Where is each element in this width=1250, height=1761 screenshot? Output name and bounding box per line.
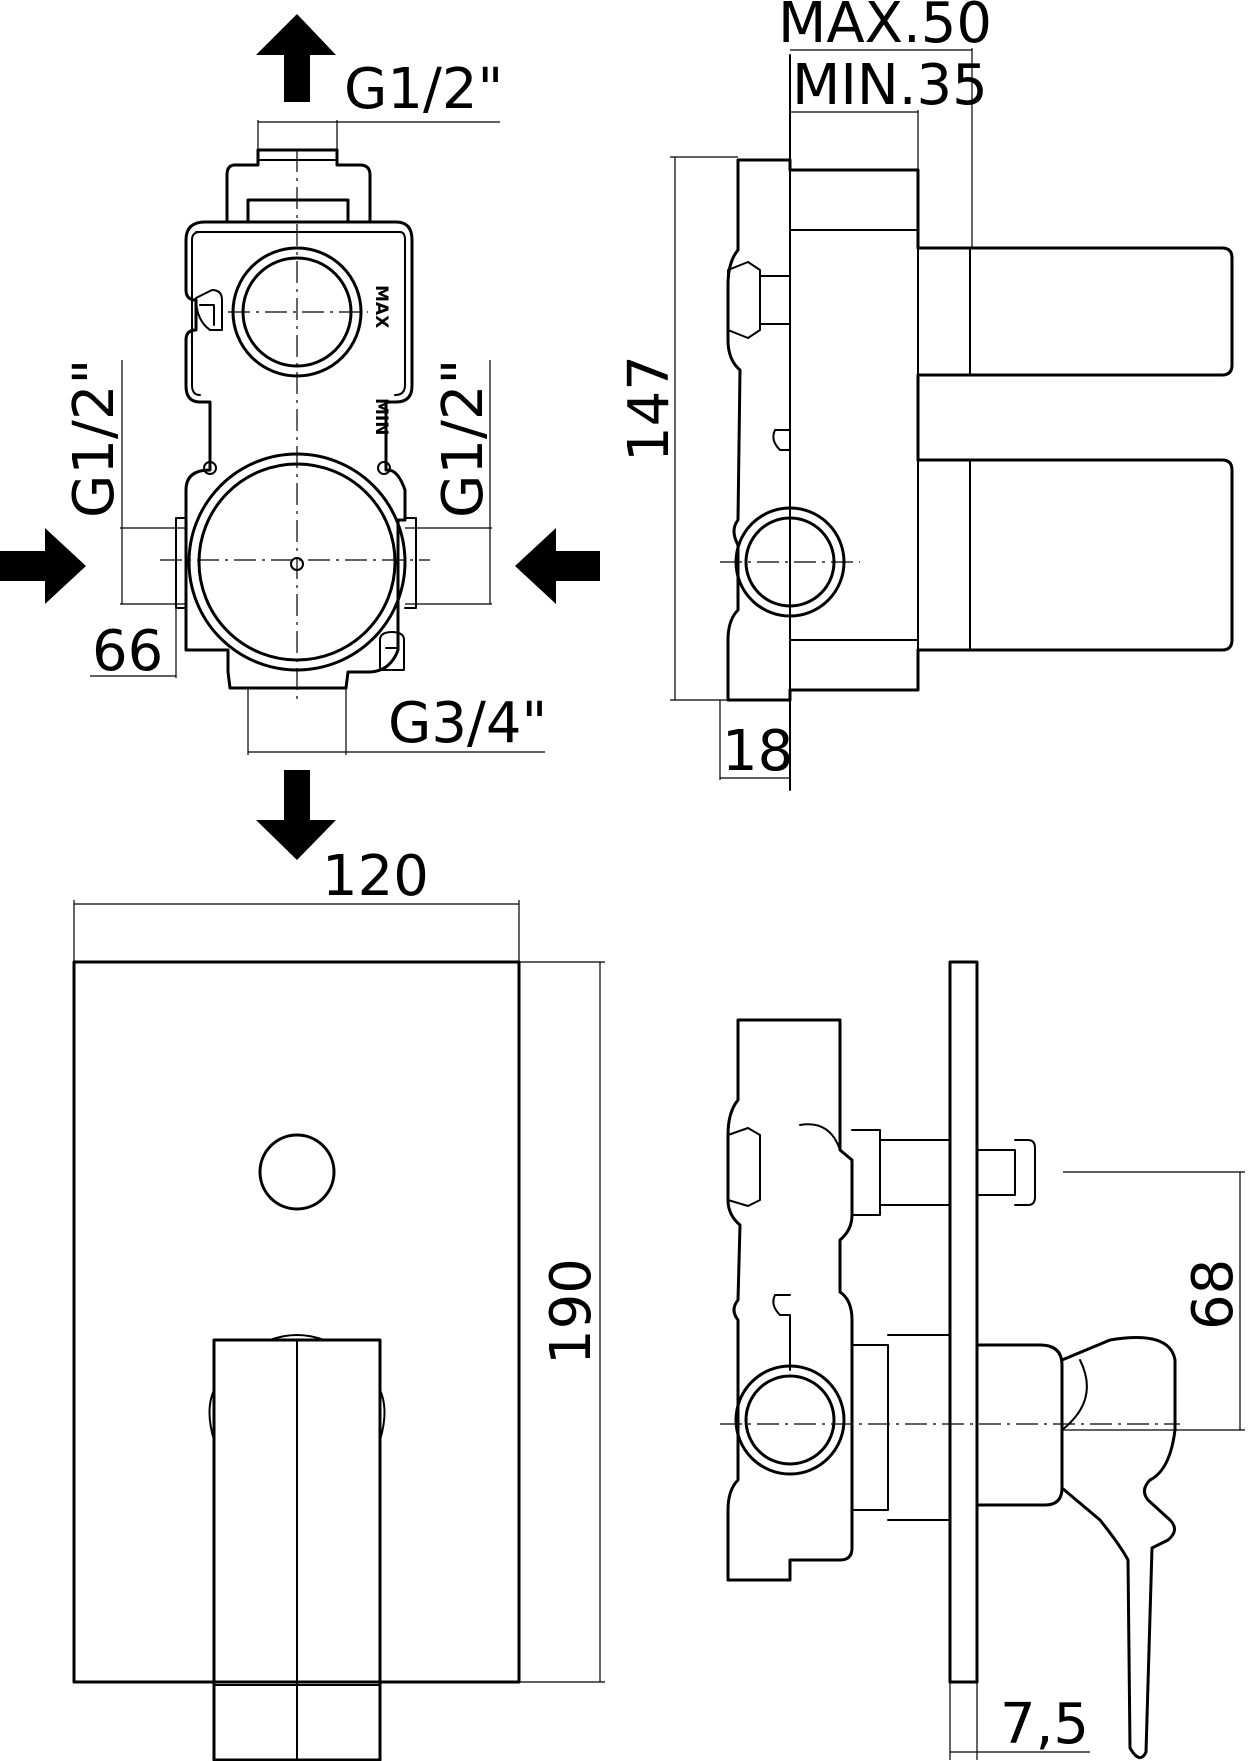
body-front-view: MAX MIN G1/2" G1/2" G1/2" G3/4" 66 xyxy=(0,14,600,860)
top-inlet-label: G1/2" xyxy=(344,57,503,122)
dim-147: 147 xyxy=(617,355,682,462)
dim-68: 68 xyxy=(1181,1259,1246,1330)
inlet-left-arrow xyxy=(0,528,86,604)
right-inlet-label: G1/2" xyxy=(431,359,496,518)
left-inlet-label: G1/2" xyxy=(62,359,127,518)
cover-plate-front-view: 120 190 xyxy=(72,844,605,1761)
dim-190: 190 xyxy=(539,1258,604,1365)
assembly-side-view: 68 7,5 xyxy=(720,960,1246,1760)
min-mark: MIN xyxy=(371,398,391,435)
dim-7-5: 7,5 xyxy=(1000,1692,1089,1757)
dim-66: 66 xyxy=(92,619,163,684)
body-side-view: MAX.50 MIN.35 147 18 xyxy=(617,0,1234,791)
dim-18: 18 xyxy=(722,719,793,784)
dim-max-50: MAX.50 xyxy=(778,0,992,56)
outlet-top-arrow xyxy=(256,14,336,102)
dim-min-35: MIN.35 xyxy=(792,53,988,118)
dim-120: 120 xyxy=(322,844,429,909)
inlet-right-arrow xyxy=(515,528,600,604)
bottom-outlet-label: G3/4" xyxy=(388,691,547,756)
outlet-bottom-arrow xyxy=(256,770,336,860)
max-mark: MAX xyxy=(371,285,391,328)
